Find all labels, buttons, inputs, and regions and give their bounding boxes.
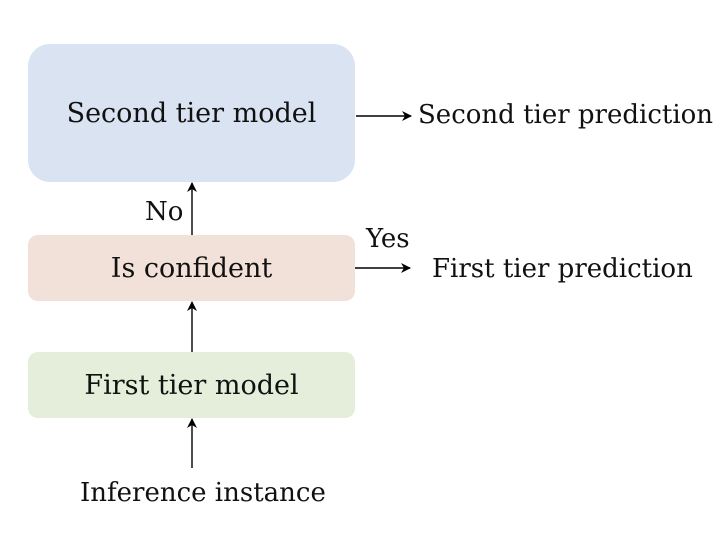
first-tier-model-label: First tier model bbox=[84, 369, 299, 401]
yes-edge-label: Yes bbox=[366, 224, 410, 254]
second-tier-model-label: Second tier model bbox=[66, 97, 317, 129]
inference-instance-label: Inference instance bbox=[80, 478, 326, 508]
second-tier-model-box: Second tier model bbox=[28, 44, 355, 182]
is-confident-label: Is confident bbox=[110, 252, 273, 284]
no-edge-label: No bbox=[145, 197, 184, 227]
first-tier-prediction-label: First tier prediction bbox=[432, 254, 693, 284]
is-confident-box: Is confident bbox=[28, 235, 355, 301]
first-tier-model-box: First tier model bbox=[28, 352, 355, 418]
second-tier-prediction-label: Second tier prediction bbox=[418, 100, 714, 130]
